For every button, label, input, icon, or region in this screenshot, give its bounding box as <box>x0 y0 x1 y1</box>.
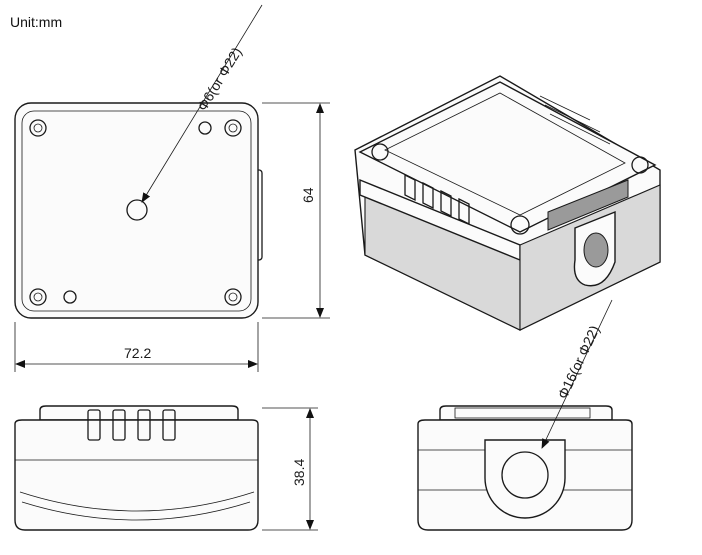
width-dimension: 72.2 <box>124 345 151 361</box>
height-dimension: 64 <box>300 187 316 203</box>
isometric-view <box>354 75 661 331</box>
front-view <box>14 405 259 531</box>
corner-screw-holes <box>29 119 242 306</box>
center-hole <box>126 199 148 221</box>
hole-side-label: Φ16(or Φ22) <box>554 323 602 401</box>
iso-vents <box>404 173 470 226</box>
side-view <box>417 405 633 531</box>
unit-label: Unit:mm <box>10 14 63 30</box>
top-view <box>14 102 263 319</box>
depth-dimension: 38.4 <box>291 459 307 486</box>
side-hole <box>501 451 549 499</box>
